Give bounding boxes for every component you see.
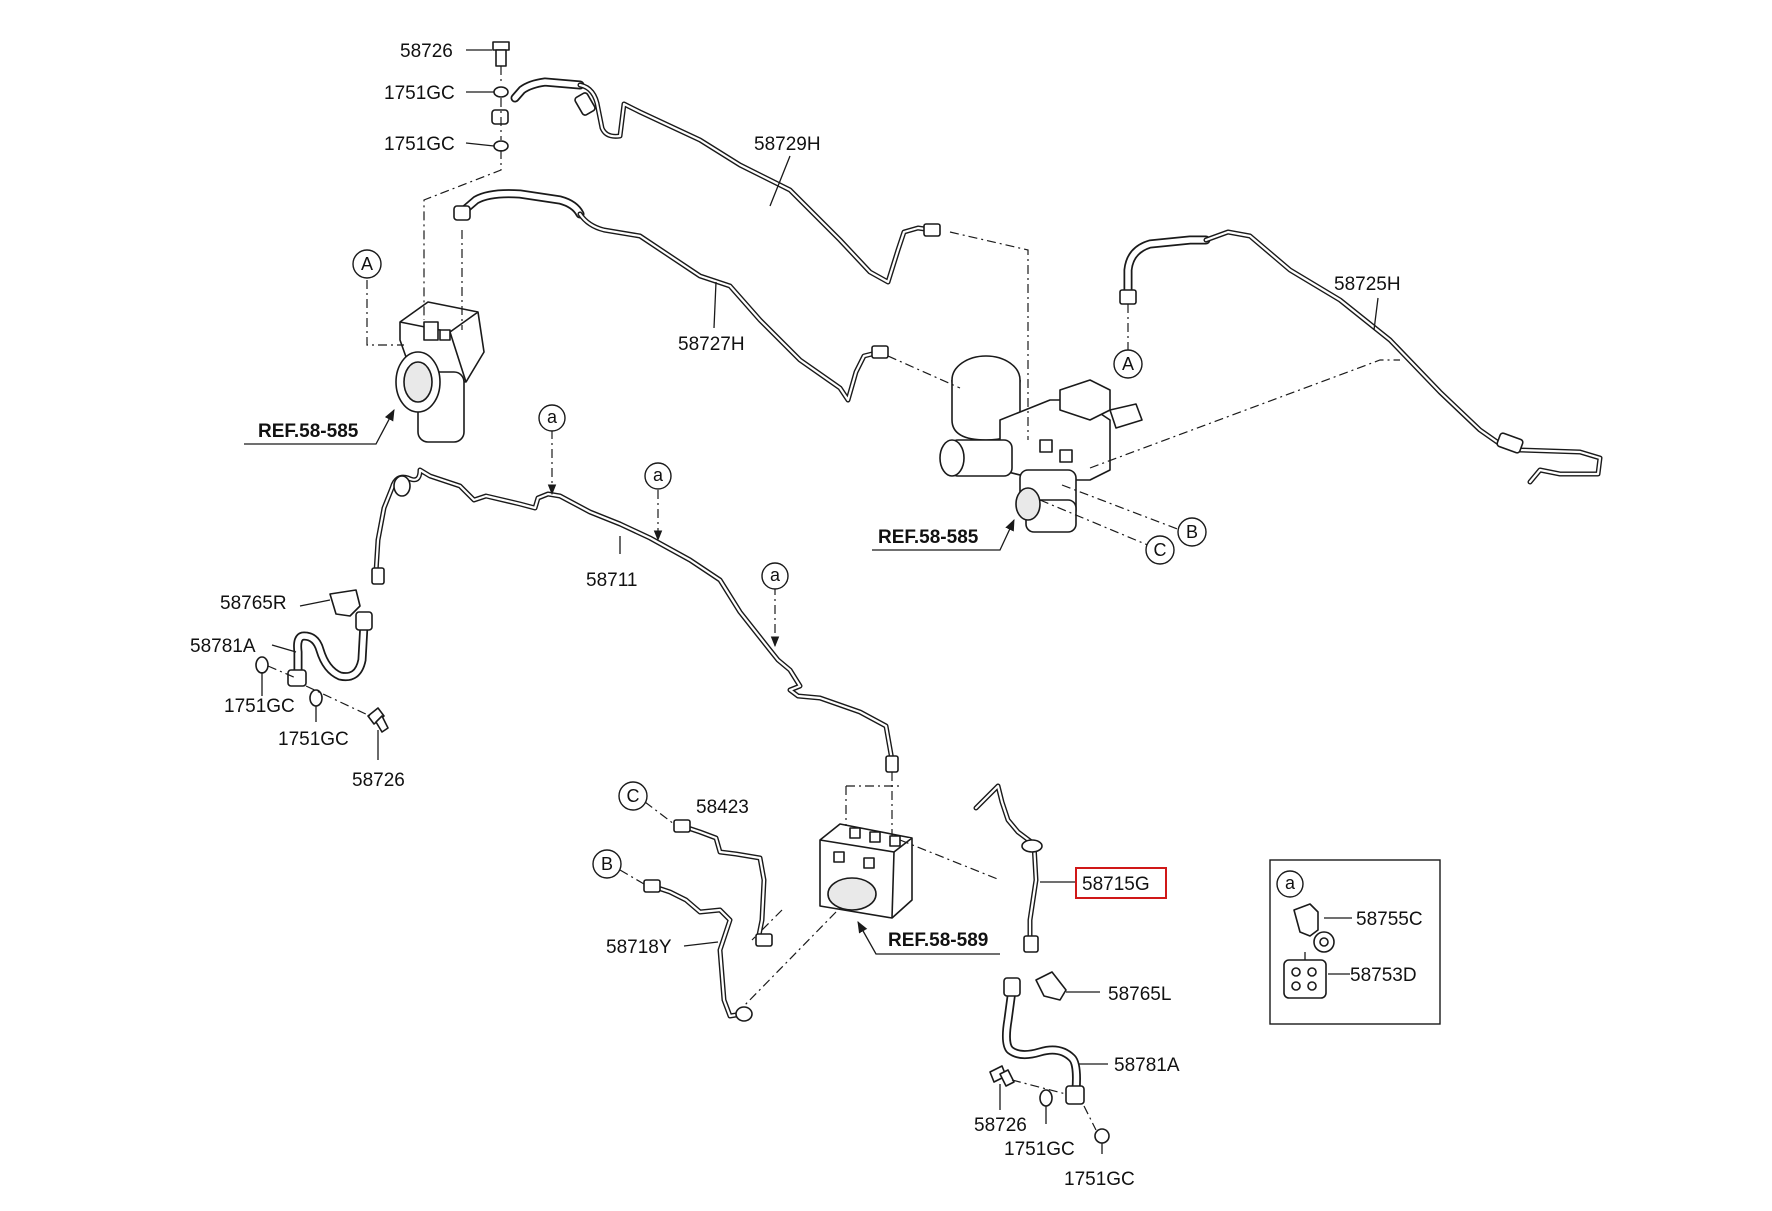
brake-pipe-58423	[673, 819, 773, 947]
legend-box-a	[1269, 859, 1441, 1025]
marker-small-a-3-text: a	[770, 565, 781, 585]
label-58729h: 58729H	[754, 134, 821, 155]
washer-1751gc-bottom1	[1039, 1089, 1053, 1107]
washer-1751gc-bottom2	[1094, 1128, 1110, 1144]
marker-small-a-legend-text: a	[1285, 873, 1296, 893]
label-58753d: 58753D	[1350, 965, 1417, 986]
abs-module-top-left	[395, 301, 485, 443]
ref-label-hecu: REF.58-589	[888, 930, 988, 951]
label-1751gc-left2: 1751GC	[278, 729, 349, 750]
label-58726-left: 58726	[352, 770, 405, 791]
bracket-58765l	[1035, 971, 1067, 1001]
label-58726-bottom: 58726	[974, 1115, 1027, 1136]
marker-small-a-3	[761, 562, 789, 590]
label-58726-top: 58726	[400, 41, 453, 62]
washer-1751gc-left1	[255, 656, 269, 674]
marker-small-a-2	[644, 462, 672, 490]
marker-b-bottom	[592, 849, 622, 879]
label-58755c: 58755C	[1356, 909, 1423, 930]
marker-b-bottom-text: B	[601, 854, 613, 874]
marker-c-top-text: C	[1154, 540, 1167, 560]
bolt-58726-top	[492, 41, 510, 67]
brake-pipe-58725h	[1119, 229, 1603, 485]
marker-a-left	[352, 249, 382, 279]
marker-c-bottom-text: C	[627, 786, 640, 806]
washer-1751gc-top2	[493, 140, 509, 152]
brake-pipe-58729h	[510, 77, 941, 285]
label-58781a-right: 58781A	[1114, 1055, 1180, 1076]
marker-small-a-legend	[1276, 870, 1304, 898]
marker-b-top-text: B	[1186, 522, 1198, 542]
marker-c-top	[1145, 535, 1175, 565]
label-58711: 58711	[586, 570, 637, 591]
label-58765r: 58765R	[220, 593, 287, 614]
bolt-58726-left	[367, 707, 389, 733]
label-58725h: 58725H	[1334, 274, 1401, 295]
marker-a-left-text: A	[361, 254, 373, 274]
brake-pipe-58718y	[643, 879, 753, 1022]
marker-c-bottom	[618, 781, 648, 811]
marker-a-right-text: A	[1122, 354, 1134, 374]
master-cylinder-booster	[939, 355, 1143, 533]
brake-hose-58781a-right	[1001, 977, 1085, 1105]
washer-1751gc-left2	[309, 689, 323, 707]
bracket-58765r	[329, 589, 361, 617]
label-58727h: 58727H	[678, 334, 745, 355]
brake-pipe-58711	[371, 467, 899, 773]
bolt-58726-bottom	[989, 1065, 1015, 1087]
marker-small-a-1	[538, 404, 566, 432]
label-58715g: 58715G	[1082, 874, 1150, 895]
label-1751gc-top1: 1751GC	[384, 83, 455, 104]
marker-b-top	[1177, 517, 1207, 547]
marker-small-a-2-text: a	[653, 465, 664, 485]
ref-label-left-abs: REF.58-585	[258, 421, 359, 442]
label-58781a-left: 58781A	[190, 636, 256, 657]
ref-label-master-cylinder: REF.58-585	[878, 527, 979, 548]
brake-pipe-58727h	[453, 189, 889, 403]
clip-58753d	[1283, 952, 1327, 999]
label-1751gc-bottom2: 1751GC	[1064, 1169, 1135, 1190]
label-1751gc-bottom1: 1751GC	[1004, 1139, 1075, 1160]
brake-hose-58781a-left	[287, 611, 373, 687]
label-58423: 58423	[696, 797, 749, 818]
brake-pipe-58715g	[973, 783, 1043, 953]
marker-a-right	[1113, 349, 1143, 379]
label-58765l: 58765L	[1108, 984, 1171, 1005]
label-1751gc-left1: 1751GC	[224, 696, 295, 717]
washer-1751gc-top1	[493, 86, 509, 98]
clip-58755c	[1293, 903, 1335, 953]
label-1751gc-top2: 1751GC	[384, 134, 455, 155]
highlight-box-58715g	[1075, 867, 1167, 899]
hecu-module-bottom	[819, 823, 913, 919]
marker-small-a-1-text: a	[547, 407, 558, 427]
label-58718y: 58718Y	[606, 937, 672, 958]
